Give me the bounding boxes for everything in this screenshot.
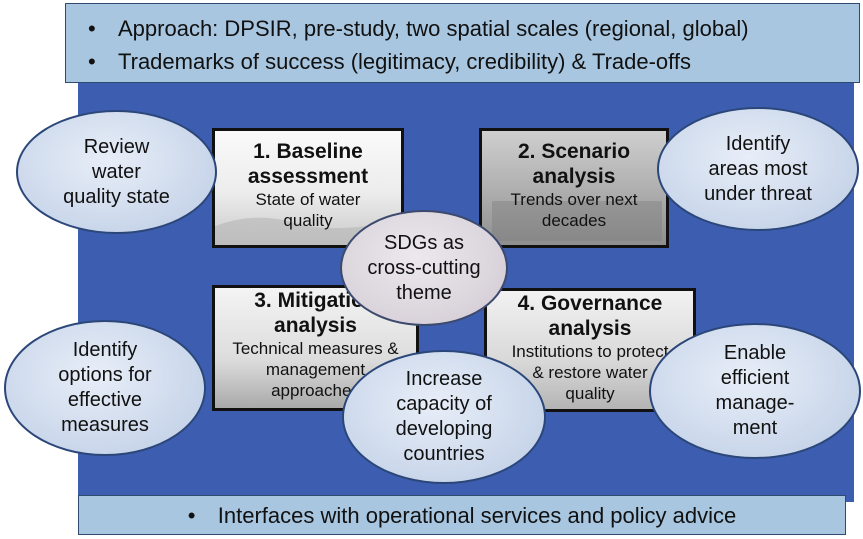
ellipse-label: Review water quality state <box>63 135 170 208</box>
top-bullet-trademarks: • Trademarks of success (legitimacy, cre… <box>88 45 859 78</box>
identify-areas-ellipse: Identify areas most under threat <box>657 107 859 231</box>
box-title: 1. Baseline assessment <box>247 140 369 188</box>
bullet-text: Interfaces with operational services and… <box>217 502 737 528</box>
ellipse-label: Identify areas most under threat <box>704 132 812 205</box>
ellipse-label: Increase capacity of developing countrie… <box>395 368 493 465</box>
box-subtitle: State of water quality <box>255 190 361 230</box>
sdgs-cross-cutting-ellipse: SDGs as cross-cutting theme <box>340 210 508 326</box>
scenario-analysis-box: 2. Scenario analysis Trends over next de… <box>479 128 669 248</box>
scenario-photo-background <box>482 131 666 245</box>
box-title: 2. Scenario analysis <box>517 140 631 188</box>
bullet-icon: • <box>187 502 196 528</box>
bullet-icon: • <box>88 16 96 41</box>
increase-capacity-ellipse: Increase capacity of developing countrie… <box>342 350 546 484</box>
baseline-assessment-box: 1. Baseline assessment State of water qu… <box>212 128 404 248</box>
bullet-icon: • <box>88 49 96 74</box>
top-bullet-approach: • Approach: DPSIR, pre-study, two spatia… <box>88 12 859 45</box>
box-subtitle: Institutions to protect & restore water … <box>511 342 669 403</box>
bullet-text: Approach: DPSIR, pre-study, two spatial … <box>118 16 749 41</box>
bottom-banner: • Interfaces with operational services a… <box>78 495 846 535</box>
box-subtitle: Technical measures & management approach… <box>232 339 399 400</box>
box-subtitle: Trends over next decades <box>510 190 638 230</box>
identify-options-ellipse: Identify options for effective measures <box>4 320 206 456</box>
bottom-bullet-interfaces: • Interfaces with operational services a… <box>188 499 737 532</box>
ellipse-label: Enable efficient manage- ment <box>715 342 795 439</box>
box-title: 4. Governance analysis <box>517 292 663 340</box>
bullet-text: Trademarks of success (legitimacy, credi… <box>118 49 691 74</box>
review-water-quality-ellipse: Review water quality state <box>16 110 217 234</box>
top-banner: • Approach: DPSIR, pre-study, two spatia… <box>65 3 860 83</box>
enable-management-ellipse: Enable efficient manage- ment <box>649 323 861 459</box>
ellipse-label: Identify options for effective measures <box>58 339 152 436</box>
ellipse-label: SDGs as cross-cutting theme <box>367 231 481 304</box>
